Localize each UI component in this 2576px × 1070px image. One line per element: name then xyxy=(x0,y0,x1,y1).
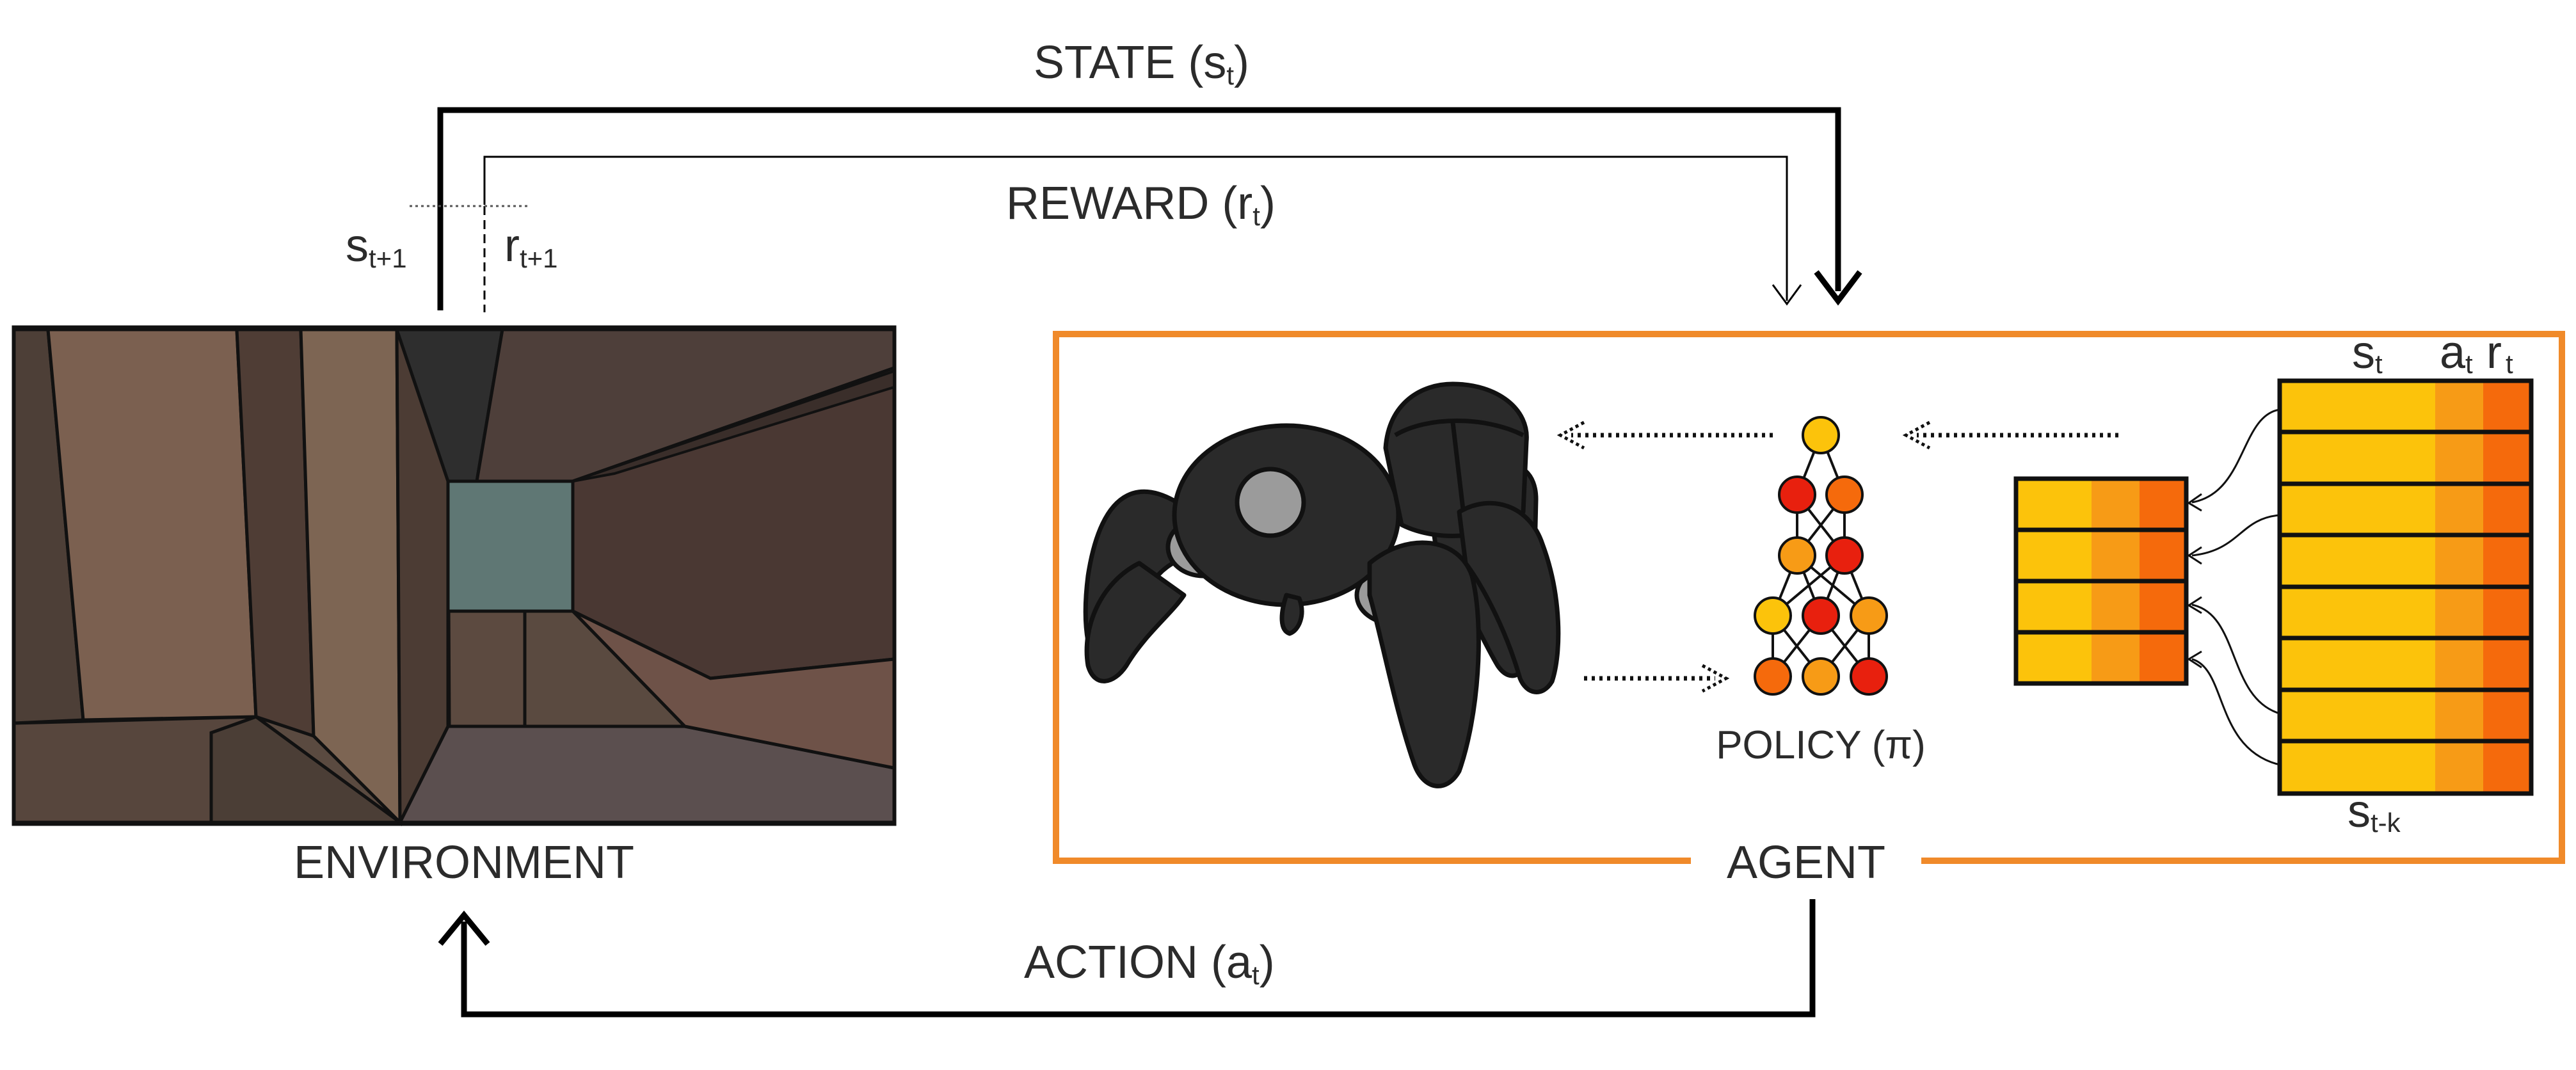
state-arrowhead xyxy=(1814,270,1862,306)
sampled-batch xyxy=(2013,476,2189,686)
environment-label: ENVIRONMENT xyxy=(294,837,634,888)
reward-arrow xyxy=(483,156,1788,301)
action-arrowhead xyxy=(438,910,490,946)
replay-memory xyxy=(2277,378,2534,796)
action-arrow xyxy=(461,899,1816,1018)
reward-arrowhead xyxy=(1772,284,1802,306)
action-label: ACTION (at) xyxy=(1024,937,1275,990)
environment-view xyxy=(12,325,897,827)
state-label: STATE (st) xyxy=(1034,37,1249,90)
sampling-arrows xyxy=(2187,408,2280,766)
memory-action-label: at xyxy=(2440,327,2473,379)
memory-to-policy-head xyxy=(1902,420,1931,450)
next-state-label: st+1 xyxy=(346,220,407,273)
spider-robot-icon xyxy=(1083,381,1561,788)
robot-to-policy-head xyxy=(1701,664,1730,693)
memory-oldest-label: st-k xyxy=(2348,786,2401,838)
next-reward-label: rt+1 xyxy=(504,220,558,273)
agent-box xyxy=(1053,331,2565,864)
state-arrow xyxy=(437,107,1841,310)
policy-to-robot-head xyxy=(1556,420,1585,450)
reward-label: REWARD (rt) xyxy=(1006,178,1276,231)
neural-network-icon xyxy=(1754,416,1888,696)
policy-label: POLICY (π) xyxy=(1716,723,1926,767)
memory-state-label: st xyxy=(2352,327,2383,379)
agent-label: AGENT xyxy=(1727,837,1885,888)
